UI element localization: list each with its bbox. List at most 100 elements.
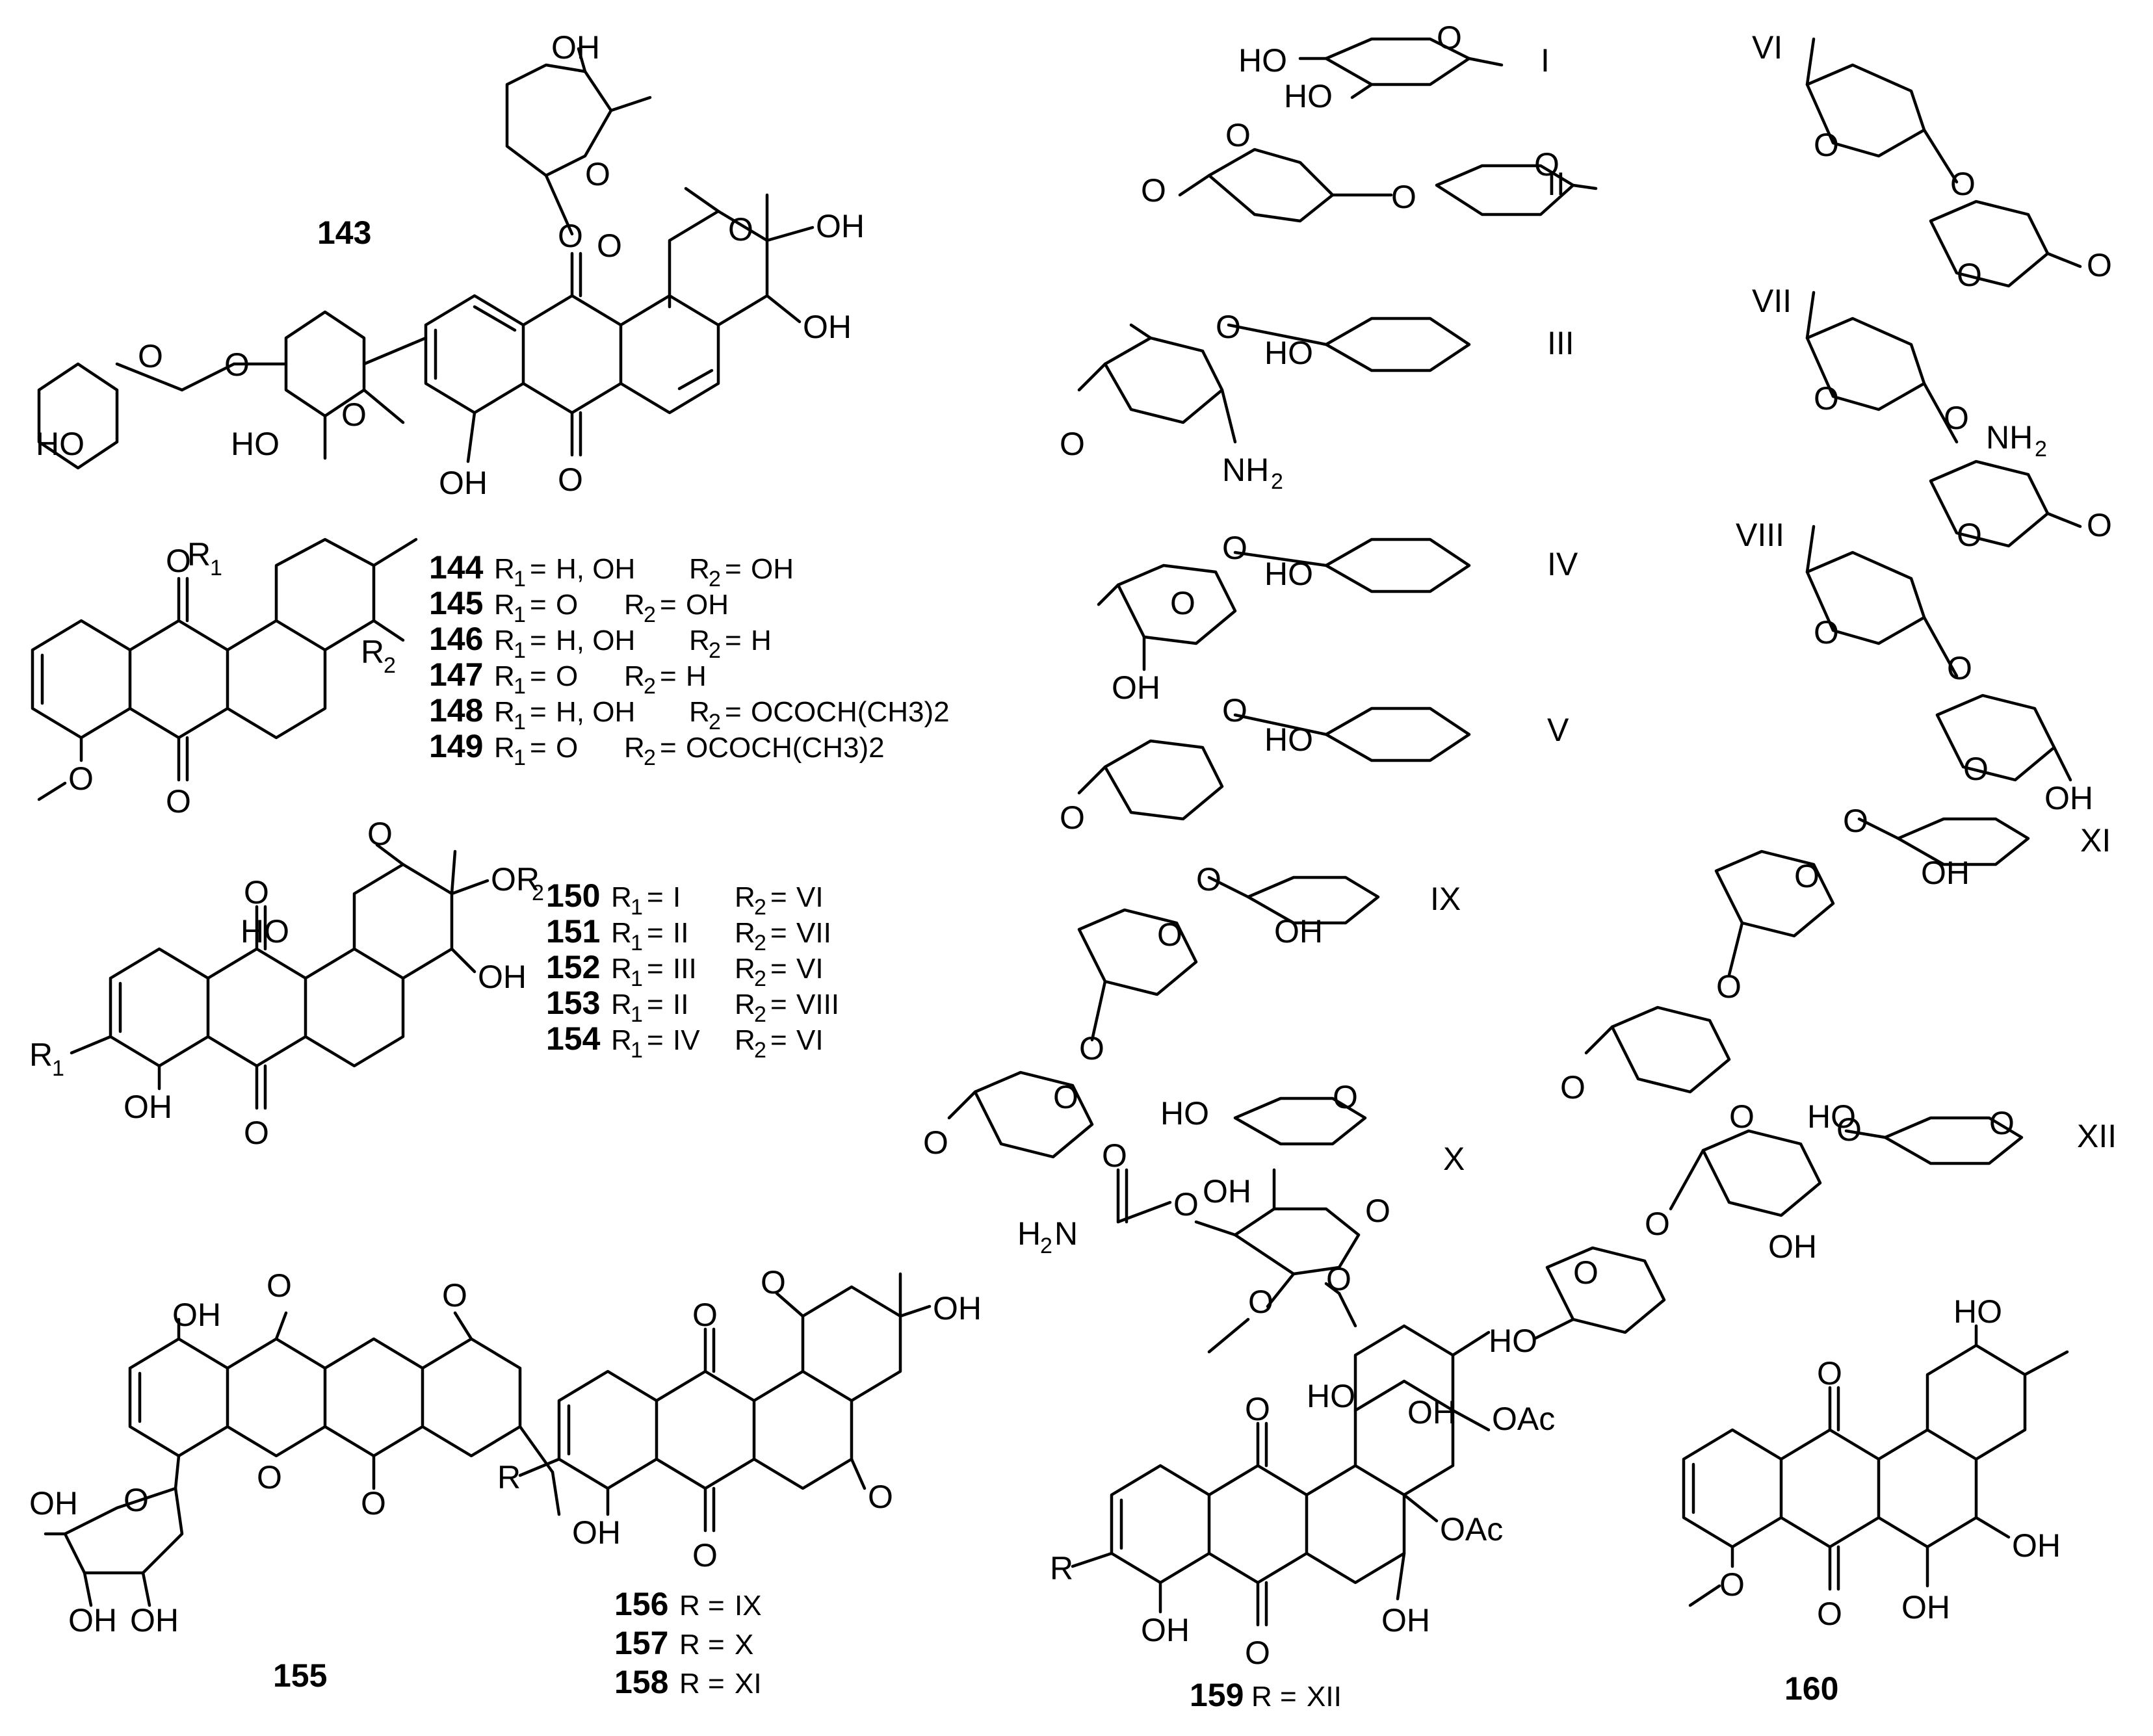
atom-o: O	[1729, 1098, 1755, 1135]
atom-oh: OH	[439, 465, 488, 501]
sugar-label-XI: XI	[2080, 822, 2111, 859]
atom-ho: HO	[1264, 335, 1313, 371]
svg-text:R: R	[735, 1024, 755, 1056]
svg-text:2: 2	[754, 966, 766, 991]
atom-o: O	[1079, 1030, 1104, 1067]
svg-text:R: R	[689, 553, 710, 585]
svg-text:R: R	[611, 989, 632, 1020]
svg-text:2: 2	[709, 567, 721, 591]
compound-number: 146	[429, 621, 483, 657]
svg-text:R =: R =	[679, 1668, 725, 1700]
svg-text:R: R	[735, 881, 755, 913]
atom-o: O	[1222, 530, 1247, 566]
atom-oh: OH	[130, 1602, 179, 1639]
svg-text:R: R	[735, 953, 755, 985]
entry-151: 151 R1 = II R2 = VII	[546, 913, 831, 955]
svg-text:2: 2	[644, 674, 656, 699]
svg-text:=: =	[725, 696, 742, 728]
compound-number: 157	[614, 1625, 668, 1661]
r1-value: I	[673, 881, 681, 913]
r2-value: H	[686, 660, 707, 692]
svg-text:=: =	[647, 1024, 664, 1056]
atom-o: O	[1053, 1079, 1078, 1115]
svg-text:2: 2	[1040, 1234, 1052, 1258]
svg-text:2: 2	[754, 931, 766, 955]
svg-text:=: =	[647, 917, 664, 949]
atom-o: O	[1225, 117, 1251, 153]
atom-oh: OH	[1112, 669, 1160, 706]
svg-text:2: 2	[1271, 469, 1283, 494]
atom-o: O	[361, 1485, 386, 1522]
sugar-III: O HO O NH 2 III	[1060, 309, 1574, 494]
atom-o: O	[1573, 1254, 1598, 1291]
compound-number: 153	[546, 985, 600, 1021]
compound-number-155: 155	[273, 1657, 327, 1694]
svg-text:R: R	[494, 625, 515, 656]
atom-o: O	[1365, 1193, 1390, 1229]
svg-text:R: R	[611, 917, 632, 949]
svg-text:1: 1	[514, 567, 526, 591]
atom-oh: OH	[1141, 1612, 1190, 1648]
entry-146: 146 R1 = H, OH R2 = H	[429, 621, 772, 663]
r1-value: O	[556, 589, 578, 621]
svg-text:1: 1	[631, 1038, 643, 1063]
atom-oh: OH	[572, 1514, 621, 1551]
atom-o: O	[257, 1459, 282, 1496]
structure-143: 143 O O OH O OH OH OH O O	[36, 29, 865, 501]
sugar-label-X: X	[1443, 1141, 1465, 1177]
atom-o: O	[1222, 692, 1247, 729]
atom-o: O	[692, 1537, 718, 1574]
atom-ho: HO	[1160, 1095, 1209, 1132]
atom-ho: HO	[1264, 721, 1313, 758]
atom-o: O	[1814, 127, 1839, 163]
atom-oh: OH	[29, 1485, 78, 1522]
atom-ho: HO	[1953, 1293, 2002, 1330]
r2-value: VIII	[796, 989, 839, 1020]
atom-oh: OH	[68, 1602, 117, 1639]
compound-number: 149	[429, 728, 483, 764]
r1-value: III	[673, 953, 697, 985]
atom-oh: OH	[2012, 1527, 2061, 1564]
atom-o: O	[1326, 1261, 1351, 1297]
atom-o: O	[1817, 1596, 1842, 1632]
sugar-label-VI: VI	[1752, 29, 1782, 66]
svg-text:=: =	[660, 732, 677, 764]
atom-o: O	[367, 816, 393, 852]
atom-o: O	[224, 346, 250, 383]
atom-oh: OH	[1274, 913, 1323, 950]
sugar-IX: O OH O O O O IX	[923, 861, 1461, 1161]
svg-text:1: 1	[631, 1002, 643, 1027]
atom-o: O	[1060, 799, 1085, 836]
svg-text:2: 2	[709, 638, 721, 663]
entry-147: 147 R1 = O R2 = H	[429, 656, 707, 699]
atom-o: O	[1333, 1079, 1358, 1115]
sugar-label-V: V	[1547, 712, 1569, 748]
entry-144: 144 R1 = H, OH R2 = OH	[429, 549, 794, 591]
svg-text:2: 2	[2035, 437, 2047, 461]
atom-o: O	[692, 1297, 718, 1333]
svg-text:R: R	[611, 881, 632, 913]
structure-156-158: O O O OH O R OH 156 R = IX 157 R = X 158…	[497, 1264, 982, 1700]
atom-o: O	[1141, 172, 1166, 209]
structure-160: O O HO OH OH O 160	[1682, 1293, 2069, 1707]
atom-r: R	[1050, 1550, 1073, 1587]
svg-text:R: R	[735, 989, 755, 1020]
compound-number: 158	[614, 1664, 668, 1700]
compound-number: 156	[614, 1586, 668, 1622]
compound-number: 144	[429, 549, 484, 586]
sugar-VIII: VIII O O O OH	[1736, 517, 2093, 816]
svg-text:1: 1	[631, 895, 643, 920]
svg-text:=: =	[530, 625, 547, 656]
atom-o: O	[558, 218, 583, 254]
atom-oh: OH	[933, 1290, 982, 1327]
svg-text:=: =	[530, 553, 547, 585]
svg-text:R: R	[494, 732, 515, 764]
atom-o: O	[166, 783, 191, 820]
svg-text:R: R	[735, 917, 755, 949]
r-value: IX	[735, 1590, 762, 1622]
atom-o: O	[1963, 751, 1989, 787]
atom-o: O	[1836, 1111, 1862, 1148]
svg-text:1: 1	[514, 745, 526, 770]
r2-value: VI	[796, 881, 824, 913]
atom-o: O	[1157, 916, 1182, 953]
